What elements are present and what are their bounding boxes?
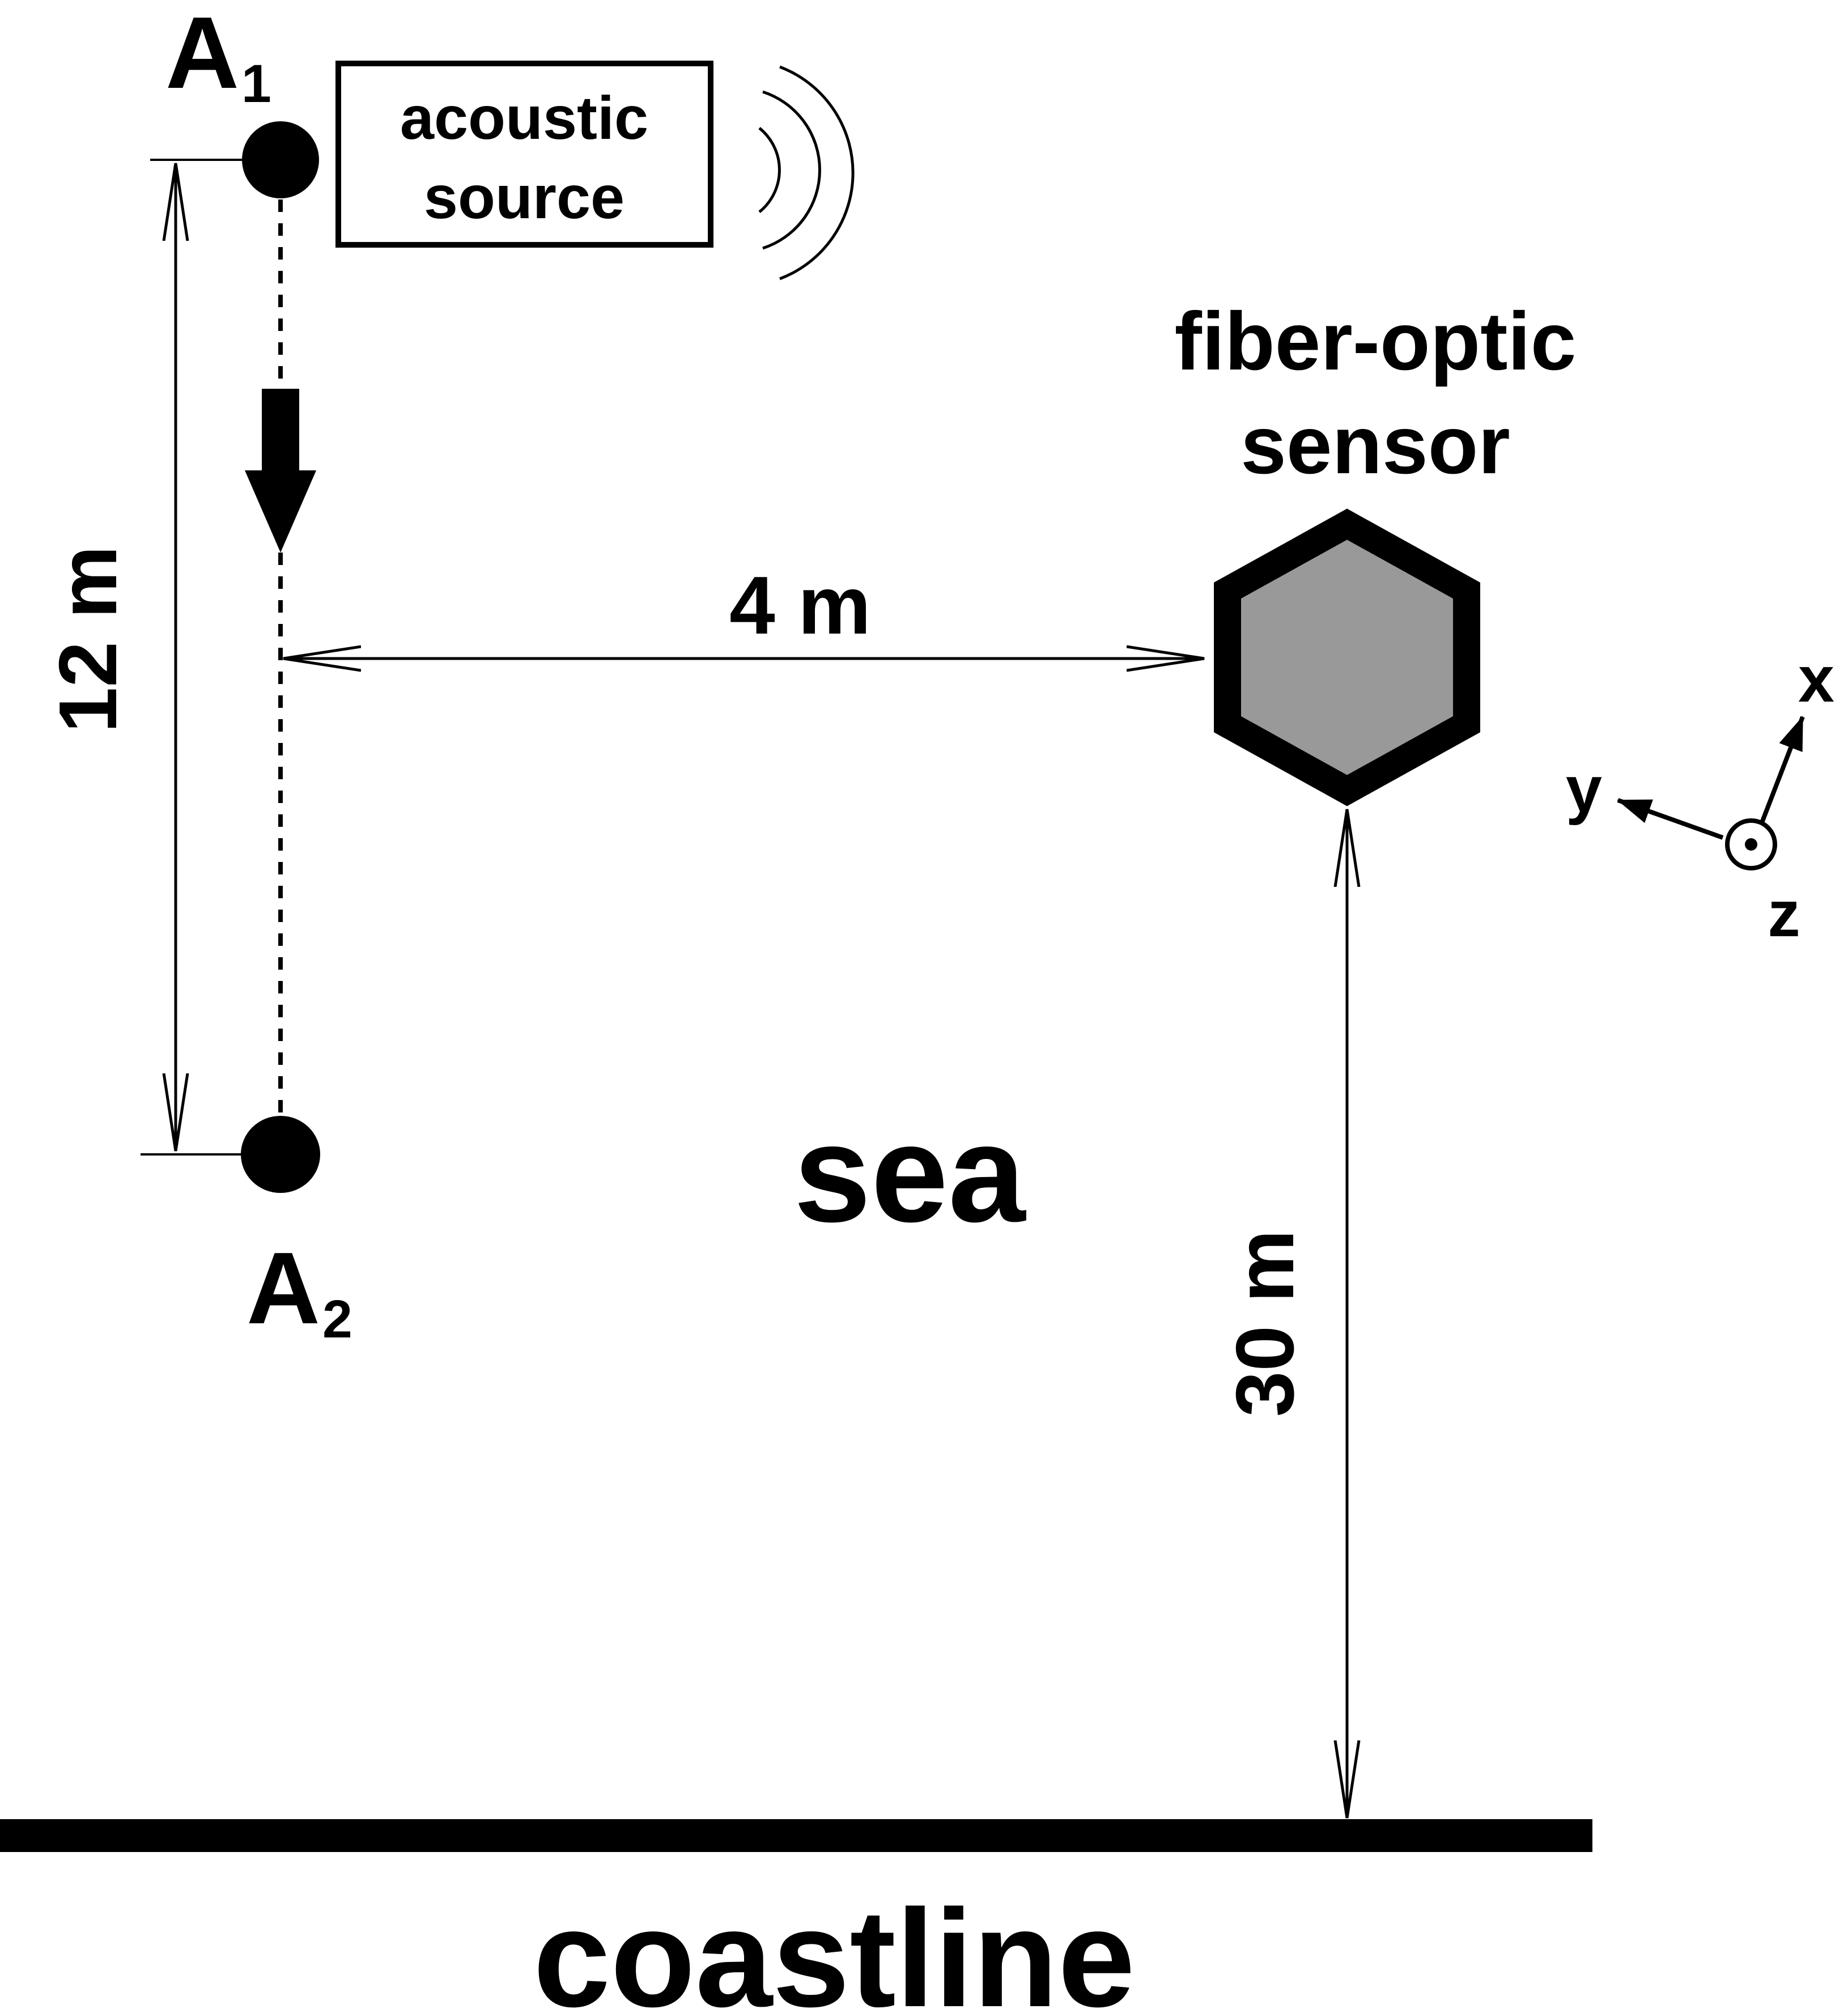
axis-x-label: x	[1798, 643, 1834, 716]
point-a1-label: A1	[165, 0, 271, 114]
coastline-line	[0, 1819, 1592, 1852]
axis-x-arrow	[1757, 716, 1805, 830]
dim-4m-label: 4 m	[729, 559, 871, 651]
z-axis-dot	[1745, 838, 1757, 851]
point-a2-dot	[241, 1116, 320, 1193]
sensor-label-line1: fiber-optic	[1175, 295, 1577, 387]
acoustic-source-box	[335, 61, 713, 248]
acoustic-source-line1: acoustic	[400, 83, 648, 152]
sea-label: sea	[794, 1095, 1027, 1251]
axis-y-label: y	[1566, 753, 1602, 826]
coordinate-axes: x y z	[1566, 643, 1834, 950]
down-arrow-icon	[245, 389, 316, 553]
axis-y-arrow	[1617, 798, 1724, 840]
hexagon-icon	[1214, 508, 1480, 806]
dim-30m-label: 30 m	[1219, 1230, 1311, 1417]
sound-waves-icon	[758, 65, 855, 281]
dim-12m-label: 12 m	[42, 546, 134, 733]
coastline-label: coastline	[533, 1880, 1135, 2009]
acoustic-source-line2: source	[424, 163, 625, 231]
point-a1-dot	[242, 121, 319, 198]
sensor-label-line2: sensor	[1241, 399, 1510, 491]
point-a2-label: A2	[247, 1231, 352, 1349]
axis-z-label: z	[1768, 878, 1800, 950]
